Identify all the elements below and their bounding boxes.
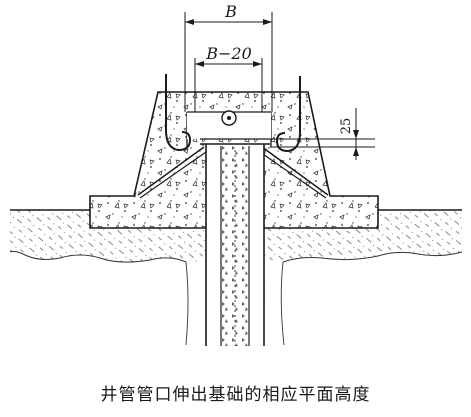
dimension-label-b-minus-20: B−20 xyxy=(205,44,252,63)
dimension-height-25: 25 xyxy=(270,108,375,160)
dimension-width-b-minus-20: B−20 xyxy=(194,44,263,112)
anchor-hook-right xyxy=(275,76,301,153)
dimension-width-b: B xyxy=(184,2,273,112)
figure-caption: 井管管口伸出基础的相应平面高度 xyxy=(100,385,371,405)
anchor-hook-left xyxy=(165,74,192,152)
dimension-label-b: B xyxy=(224,2,237,21)
well-pipe xyxy=(200,110,270,346)
dimension-label-25: 25 xyxy=(339,118,354,135)
